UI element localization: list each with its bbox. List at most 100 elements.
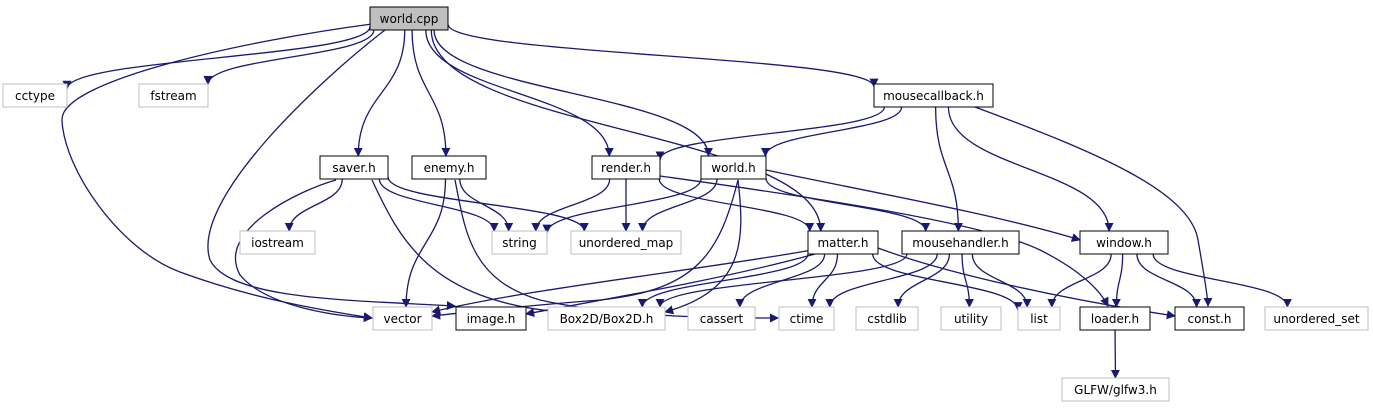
edge-world_h-to-string <box>542 178 702 234</box>
node-matter[interactable]: matter.h <box>807 230 879 255</box>
node-enemy[interactable]: enemy.h <box>411 155 487 180</box>
node-label: mousehandler.h <box>912 236 1008 250</box>
node-box <box>138 83 209 108</box>
node-label: window.h <box>1096 236 1152 250</box>
node-mousehandler[interactable]: mousehandler.h <box>901 230 1020 255</box>
edge-saver-to-unordered_map <box>387 176 589 232</box>
node-label: world.h <box>711 161 755 175</box>
edge-mousehandler-to-box2d <box>655 253 908 308</box>
node-window[interactable]: window.h <box>1079 230 1169 255</box>
node-saver[interactable]: saver.h <box>319 155 389 180</box>
node-label: image.h <box>467 312 516 326</box>
node-box <box>1061 377 1170 402</box>
edge-saver-to-string <box>378 178 499 232</box>
edge-matter-to-box2d <box>637 253 809 308</box>
node-utility: utility <box>940 306 1002 331</box>
node-vector: vector <box>372 306 433 331</box>
node-label: fstream <box>150 89 196 103</box>
node-box <box>940 306 1002 331</box>
node-const[interactable]: const.h <box>1174 306 1245 331</box>
edge-saver-to-box2d <box>371 179 561 316</box>
node-box <box>778 306 835 331</box>
node-label: enemy.h <box>424 161 475 175</box>
node-mousecallback[interactable]: mousecallback.h <box>873 83 994 108</box>
node-label: list <box>1030 312 1048 326</box>
node-label: cassert <box>700 312 744 326</box>
edge-mousehandler-to-ctime <box>825 253 938 308</box>
node-render[interactable]: render.h <box>591 155 661 180</box>
edge-enemy-to-vector <box>401 178 447 308</box>
node-label: const.h <box>1188 312 1232 326</box>
edge-world_cpp-to-enemy <box>411 29 451 157</box>
edge-mousecallback-to-const <box>974 106 1213 307</box>
node-label: unordered_map <box>579 236 674 250</box>
nodes-layer: world.cpp cctype fstream mousecallback.h sav… <box>2 6 1369 402</box>
edge-mousehandler-to-cstdlib <box>893 253 951 308</box>
node-box <box>2 83 68 108</box>
edge-mousehandler-to-utility <box>961 253 974 308</box>
node-box <box>1079 230 1169 255</box>
node-label: cstdlib <box>867 312 906 326</box>
edge-saver-to-iostream <box>284 178 343 232</box>
node-label: cctype <box>15 89 55 103</box>
edge-world_h-to-unordered_map <box>637 178 718 232</box>
node-label: loader.h <box>1091 312 1139 326</box>
node-string: string <box>491 230 548 255</box>
node-box <box>411 155 487 180</box>
node-box <box>1264 306 1369 331</box>
node-label: utility <box>954 312 988 326</box>
node-label: iostream <box>251 236 304 250</box>
edge-window-to-loader <box>1111 253 1124 308</box>
node-label: ctime <box>790 312 824 326</box>
node-box <box>873 83 994 108</box>
node-box <box>239 230 316 255</box>
node-cstdlib: cstdlib <box>855 306 919 331</box>
node-unordered-map: unordered_map <box>570 230 682 255</box>
node-box <box>807 230 879 255</box>
edge-world_cpp-to-fstream <box>203 29 375 86</box>
node-world-cpp[interactable]: world.cpp <box>369 6 449 31</box>
node-label: string <box>502 236 536 250</box>
edge-window-to-unordered_set <box>1152 253 1292 308</box>
node-box <box>319 155 389 180</box>
node-label: matter.h <box>817 236 868 250</box>
node-list: list <box>1017 306 1061 331</box>
node-box <box>455 306 527 331</box>
node-cassert: cassert <box>687 306 756 331</box>
node-label: unordered_set <box>1273 312 1360 326</box>
node-box <box>1017 306 1061 331</box>
edge-world_h-to-mousehandler <box>765 178 931 232</box>
edge-world_cpp-to-matter <box>430 29 826 232</box>
node-box <box>687 306 756 331</box>
node-label: Box2D/Box2D.h <box>560 312 654 326</box>
node-box <box>369 6 449 31</box>
node-box <box>1174 306 1245 331</box>
node-ctime: ctime <box>778 306 835 331</box>
node-world-h[interactable]: world.h <box>700 155 767 180</box>
node-iostream: iostream <box>239 230 316 255</box>
edge-mousehandler-to-list <box>971 253 1032 308</box>
node-box <box>547 306 666 331</box>
edge-world_cpp-to-vector <box>61 23 373 322</box>
node-label: GLFW/glfw3.h <box>1074 383 1157 397</box>
edge-saver-to-vector <box>234 179 373 323</box>
node-box <box>491 230 548 255</box>
node-label: world.cpp <box>380 12 439 26</box>
node-cctype: cctype <box>2 83 68 108</box>
edge-mousecallback-to-render <box>655 106 886 161</box>
node-loader[interactable]: loader.h <box>1079 306 1151 331</box>
node-label: vector <box>383 312 421 326</box>
edge-mousecallback-to-mousehandler <box>934 106 963 232</box>
edge-world_cpp-to-cctype <box>62 26 371 90</box>
node-box2d: Box2D/Box2D.h <box>547 306 666 331</box>
node-glfw: GLFW/glfw3.h <box>1061 377 1170 402</box>
node-image[interactable]: image.h <box>455 306 527 331</box>
edge-world_cpp-to-mousecallback <box>447 23 879 88</box>
edge-window-to-const <box>1136 253 1202 308</box>
edge-world_h-to-box2d <box>664 179 742 315</box>
edge-matter-to-ctime <box>807 253 839 308</box>
node-label: render.h <box>601 161 651 175</box>
node-box <box>570 230 682 255</box>
edge-world_cpp-to-image <box>207 29 456 311</box>
node-unordered-set: unordered_set <box>1264 306 1369 331</box>
